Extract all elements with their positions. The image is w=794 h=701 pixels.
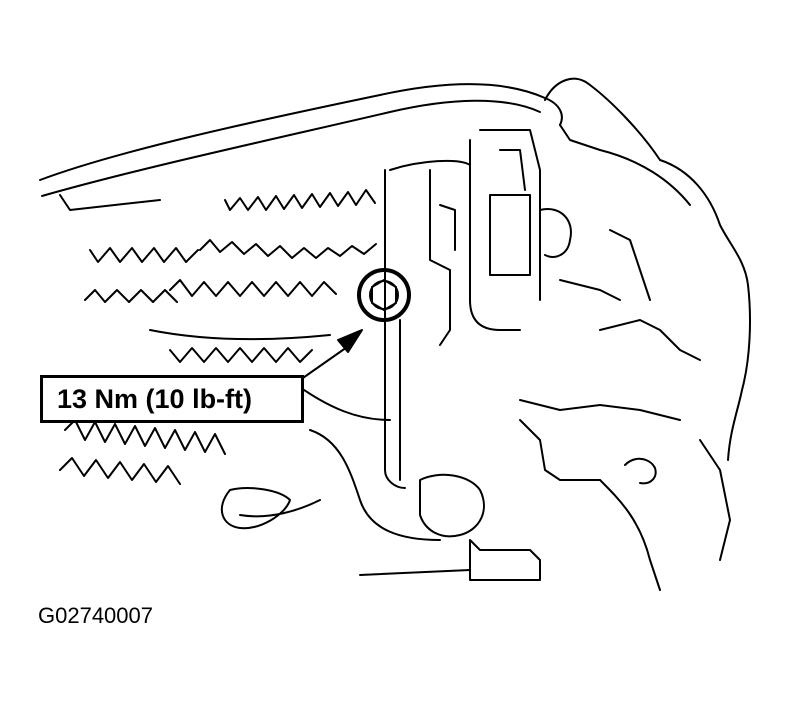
arrow-pointer-icon [338, 330, 362, 352]
callout-leader [300, 330, 362, 380]
upper-housing-outline [40, 79, 750, 460]
figure-id: G02740007 [38, 603, 153, 628]
torque-specification-label: 13 Nm (10 lb-ft) [40, 375, 304, 423]
bolt [359, 270, 409, 320]
gear-teeth-band [60, 190, 376, 484]
central-shaft [385, 130, 571, 488]
lower-housing-outline [222, 230, 730, 590]
